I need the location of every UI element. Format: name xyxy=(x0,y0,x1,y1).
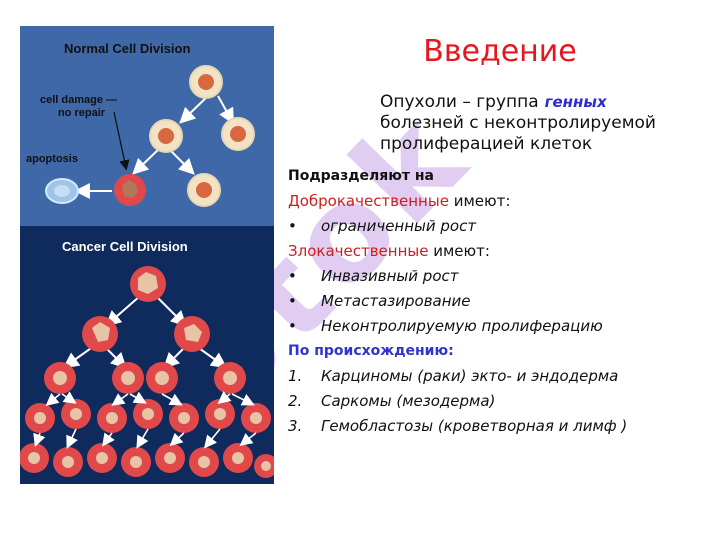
no-repair-label: no repair xyxy=(58,107,106,119)
cancer-cell-mass xyxy=(20,362,274,478)
origin-heading: По происхождению: xyxy=(288,343,454,359)
slide-content: Подразделяют на Доброкачественные имеют:… xyxy=(288,164,713,439)
malignant-item: •Метастазирование xyxy=(288,289,713,314)
slide-title: Введение xyxy=(423,34,577,69)
benign-item: •ограниченный рост xyxy=(288,214,713,239)
malignant-line: Злокачественные имеют: xyxy=(288,239,713,264)
bullet-dot: • xyxy=(288,217,297,235)
benign-suffix: имеют: xyxy=(448,192,511,210)
origin-item: 1.Карциномы (раки) экто- и эндодерма xyxy=(288,367,619,385)
origin-item: 2.Саркомы (мезодерма) xyxy=(288,392,496,410)
intro-line3: пролиферацией клеток xyxy=(380,134,593,154)
bullet-dot: • xyxy=(288,292,297,310)
malignant-label: Злокачественные xyxy=(288,242,429,260)
intro-line2: болезней с неконтролируемой xyxy=(380,113,656,133)
apoptosis-label: apoptosis xyxy=(26,153,78,165)
intro-text: Опухоли – группа генных болезней с неконт… xyxy=(380,92,710,155)
benign-line: Доброкачественные имеют: xyxy=(288,189,713,214)
cancer-cells xyxy=(82,266,210,352)
intro-part1: Опухоли – группа xyxy=(380,92,539,112)
malignant-item: •Неконтролируемую пролиферацию xyxy=(288,314,713,339)
benign-label: Доброкачественные xyxy=(288,192,449,210)
origin-item: 3.Гемобластозы (кроветворная и лимф ) xyxy=(288,417,628,435)
cell-damage-label: cell damage — xyxy=(40,94,117,106)
intro-keyword: генных xyxy=(544,93,607,111)
malignant-item: •Инвазивный рост xyxy=(288,264,713,289)
subdivide-heading: Подразделяют на xyxy=(288,168,435,184)
normal-cells xyxy=(45,65,255,207)
bullet-dot: • xyxy=(288,267,297,285)
cancer-division-title: Cancer Cell Division xyxy=(62,239,188,254)
bullet-dot: • xyxy=(288,317,297,335)
normal-division-title: Normal Cell Division xyxy=(64,41,190,56)
malignant-suffix: имеют: xyxy=(428,242,490,260)
cell-division-figure: Normal Cell Division cell damage — no re… xyxy=(20,26,274,484)
